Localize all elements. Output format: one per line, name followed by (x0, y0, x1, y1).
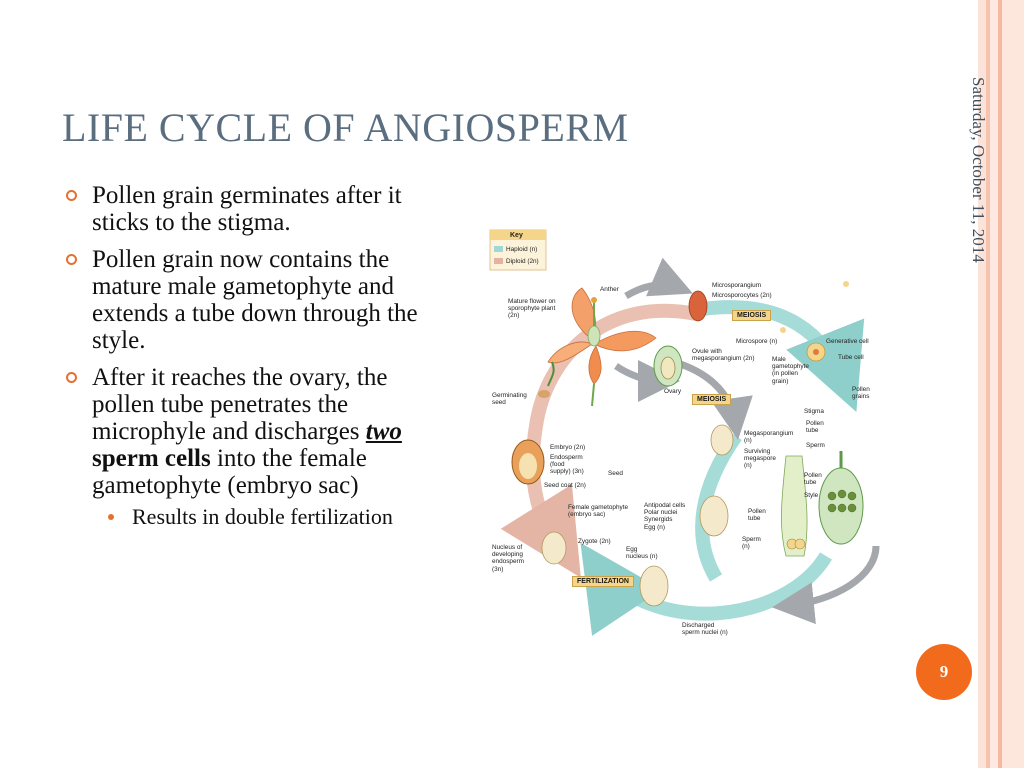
life-cycle-artwork (489, 229, 880, 636)
label-tube-cell: Tube cell (838, 354, 864, 361)
bullet-text: into the female gametophyte (embryo sac) (92, 445, 367, 499)
label-microsporangium: Microsporangium (712, 282, 762, 289)
label-embryo: Embryo (2n) (550, 444, 586, 451)
label-female-gametophyte: Female gametophyte (embryo sac) (568, 504, 629, 519)
label-pollen-tube-2: Pollen tube (804, 472, 822, 487)
flower-illustration (547, 287, 657, 407)
label-stigma: Stigma (804, 408, 824, 415)
edge-band (978, 0, 986, 768)
bullet-circle-icon (66, 190, 77, 201)
megasporangium-illustration (710, 424, 734, 456)
bullet-circle-icon (66, 372, 77, 383)
key-haploid: Haploid (n) (506, 246, 538, 253)
bullet-text: After it reaches the ovary, the pollen t… (92, 364, 388, 445)
label-seed: Seed (608, 470, 623, 477)
grey-arrow-top (624, 257, 693, 300)
label-nucleus-endosperm: Nucleus of developing endosperm (3n) (492, 544, 524, 573)
bullet-list: Pollen grain germinates after it sticks … (62, 182, 450, 539)
meiosis-tag-top: MEIOSIS (732, 310, 772, 321)
haploid-swatch (494, 246, 503, 252)
edge-band (990, 0, 998, 768)
edge-band (1002, 0, 1024, 768)
fertilization-tag: FERTILIZATION (572, 576, 634, 587)
key-title: Key (510, 232, 523, 239)
label-pollen-tube-3: Pollen tube (748, 508, 766, 523)
diploid-swatch (494, 258, 503, 264)
label-surviving-megaspore: Surviving megaspore (n) (744, 448, 776, 470)
bullet-text: Pollen grain germinates after it sticks … (92, 182, 402, 236)
label-ovary: Ovary (664, 388, 682, 395)
anther-illustration (688, 290, 708, 322)
label-microsporocytes: Microsporocytes (2n) (712, 292, 772, 299)
label-pollen-tube: Pollen tube (806, 420, 824, 435)
seedling-illustration (547, 361, 555, 387)
bullet-text: Pollen grain now contains the mature mal… (92, 246, 418, 354)
slide-title: LIFE CYCLE OF ANGIOSPERM (62, 105, 629, 150)
edge-band (998, 0, 1002, 768)
bullet-item: Pollen grain germinates after it sticks … (62, 182, 450, 236)
sub-bullet-list: Results in double fertilization (92, 505, 450, 529)
style-illustration (781, 455, 808, 557)
page-number-badge: 9 (916, 644, 972, 700)
bullet-circle-icon (66, 254, 77, 265)
emphasis-two: two (365, 418, 402, 445)
slide-date: Saturday, October 11, 2014 (969, 77, 988, 263)
label-germinating-seed: Germinating seed (492, 392, 527, 407)
label-zygote: Zygote (2n) (578, 538, 611, 545)
label-anther: Anther (600, 286, 619, 293)
embryo-sac-illustration (699, 495, 729, 537)
label-pollen-grains: Pollen grains (852, 386, 870, 401)
zygote-illustration (541, 531, 567, 565)
label-sperm: Sperm (806, 442, 825, 449)
label-seed-coat: Seed coat (2n) (544, 482, 586, 489)
bullet-dot-icon (108, 514, 114, 520)
life-cycle-diagram: Key Haploid (n) Diploid (2n) Mature flow… (486, 226, 894, 644)
bold-sperm-cells: sperm cells (92, 445, 211, 472)
label-megasporangium: Megasporangium (n) (744, 430, 794, 445)
fertilization-illustration (639, 565, 669, 607)
label-egg-nucleus: Egg nucleus (n) (626, 546, 658, 561)
meiosis-tag-mid: MEIOSIS (692, 394, 732, 405)
haploid-arc-top (694, 300, 865, 412)
key-header (490, 230, 546, 240)
label-mature-flower: Mature flower on sporophyte plant (2n) (508, 298, 556, 320)
label-endosperm: Endosperm (food supply) (3n) (550, 454, 584, 476)
sub-bullet-item: Results in double fertilization (92, 505, 450, 529)
label-ovule: Ovule with megasporangium (2n) (692, 348, 755, 363)
label-sperm-2: Sperm (n) (742, 536, 761, 551)
edge-band (986, 0, 990, 768)
haploid-marker (780, 327, 786, 333)
label-microspore: Microspore (n) (736, 338, 778, 345)
label-discharged-sperm: Discharged sperm nuclei (n) (682, 622, 728, 637)
bullet-item: Pollen grain now contains the mature mal… (62, 246, 450, 354)
label-antipodal: Antipodal cells Polar nuclei Synergids E… (644, 502, 686, 531)
bullet-item: After it reaches the ovary, the pollen t… (62, 364, 450, 529)
haploid-marker (843, 281, 849, 287)
label-generative-cell: Generative cell (826, 338, 869, 345)
key-diploid: Diploid (2n) (506, 258, 539, 265)
sub-bullet-text: Results in double fertilization (132, 504, 393, 529)
label-male-gametophyte: Male gametophyte (in pollen grain) (772, 356, 809, 385)
label-style: Style (804, 492, 819, 499)
grey-arrow-bottom (772, 545, 880, 625)
